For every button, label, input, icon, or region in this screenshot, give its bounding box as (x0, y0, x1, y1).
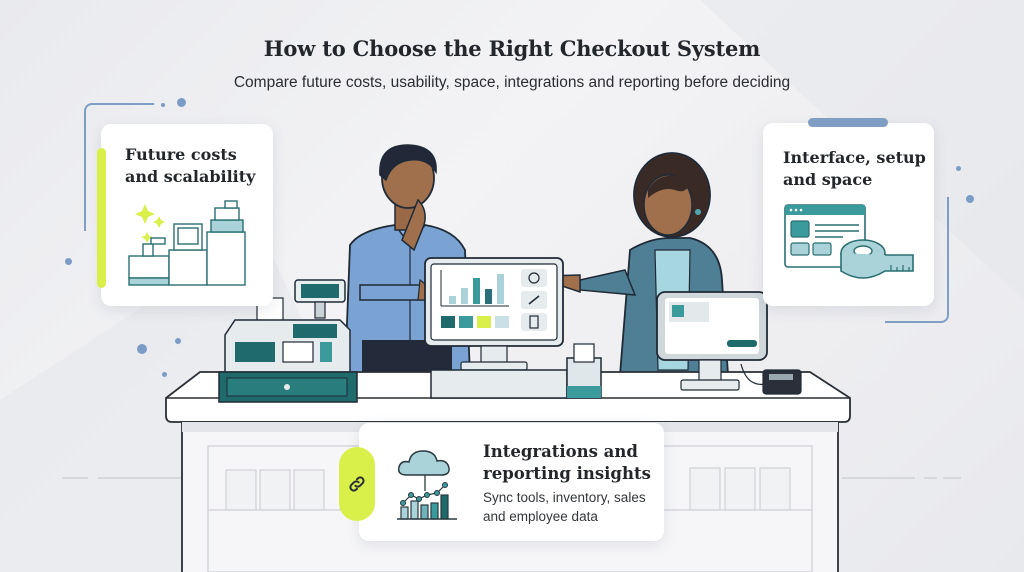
page-title: How to Choose the Right Checkout System (263, 36, 761, 61)
link-icon (528, 295, 540, 305)
card-title-line1: Future costs (125, 145, 237, 164)
corner-line-right (885, 197, 949, 323)
card-interface-setup: Interface, setup and space (763, 118, 934, 306)
accent-bar (97, 148, 106, 288)
deco-dot (177, 98, 186, 107)
window-and-tape-measure-icon (784, 204, 914, 279)
gear-icon (528, 272, 540, 284)
corner-line-left (84, 103, 154, 231)
deco-dot (966, 195, 974, 203)
card-future-costs: Future costs and scalability (97, 124, 273, 306)
card-title-line2: and scalability (125, 167, 256, 186)
document-icon (529, 315, 539, 329)
deco-dot (137, 344, 147, 354)
accent-bar-top (808, 118, 888, 127)
link-icon (349, 476, 365, 492)
cash-register-illustration (218, 279, 358, 403)
card-desc-line1: Sync tools, inventory, sales (483, 490, 646, 505)
deco-dot (162, 372, 167, 377)
deco-dot (956, 166, 961, 171)
deco-dot (175, 338, 181, 344)
card-title-line1: Integrations and (483, 442, 638, 461)
pos-monitor-illustration (424, 257, 602, 399)
deco-dot (161, 103, 165, 107)
cloud-chart-icon (397, 450, 457, 520)
deco-dot (65, 258, 72, 265)
card-desc-line2: and employee data (483, 509, 598, 524)
link-badge (339, 447, 375, 521)
page-subtitle: Compare future costs, usability, space, … (233, 74, 791, 91)
card-title-line2: and space (783, 170, 873, 189)
card-integrations: Integrations and reporting insights Sync… (339, 423, 664, 541)
tablet-pos-illustration (656, 291, 802, 395)
scaling-registers-icon (128, 200, 246, 286)
card-title-line1: Interface, setup (783, 148, 926, 167)
checkout-scene (165, 144, 851, 572)
card-title-line2: reporting insights (483, 464, 651, 483)
